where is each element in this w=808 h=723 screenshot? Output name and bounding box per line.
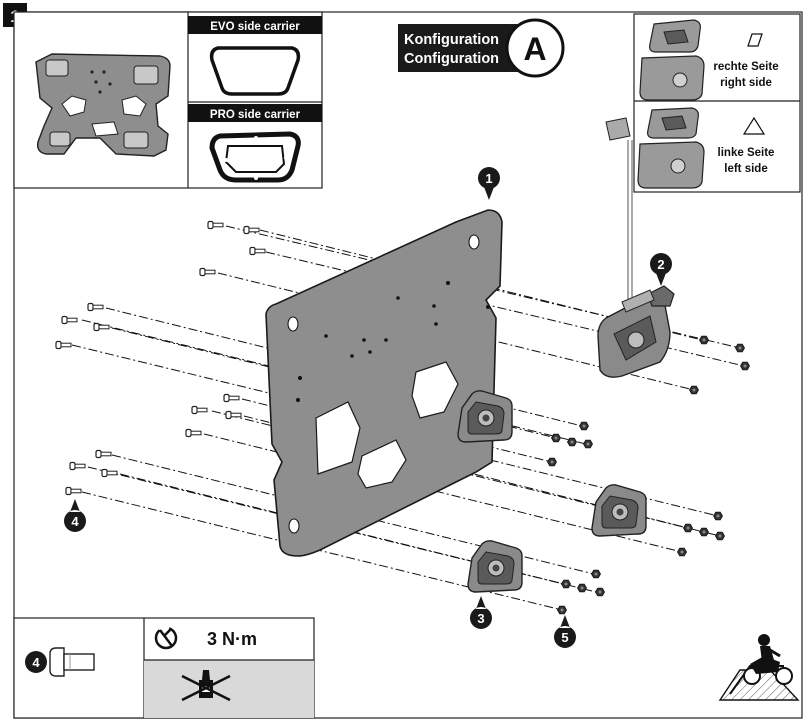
nut (583, 439, 593, 449)
nut (699, 335, 709, 345)
evo-carrier-label: EVO side carrier (210, 21, 300, 33)
bolt (223, 393, 240, 403)
bolt (225, 410, 242, 420)
svg-text:4: 4 (71, 514, 79, 529)
page-frame (13, 11, 803, 719)
config-title-de: Konfiguration (404, 32, 499, 48)
nut (740, 361, 750, 371)
bolt (243, 225, 260, 235)
nut (683, 523, 693, 533)
svg-text:1: 1 (485, 171, 492, 186)
bolt (185, 428, 202, 438)
callout-3: 3 (470, 596, 492, 629)
callout-2: 2 (650, 253, 672, 286)
parallelogram-mark-icon (747, 33, 763, 47)
svg-text:5: 5 (561, 630, 568, 645)
evo-carrier-frame (209, 46, 301, 96)
config-title-en: Configuration (404, 51, 499, 67)
callout-1: 1 (478, 167, 500, 200)
torque-wrench-icon (154, 626, 178, 650)
svg-text:2: 2 (657, 257, 664, 272)
side-orientation-panel: rechte Seite right side linke Seite left… (633, 13, 801, 193)
holder-middle-right (591, 484, 647, 537)
pro-carrier-frame (209, 131, 301, 183)
torque-spec-panel: 4 3 N·m (13, 617, 315, 719)
nut (547, 457, 557, 467)
nut (699, 527, 709, 537)
svg-text:3: 3 (477, 611, 484, 626)
nut (551, 433, 561, 443)
bolt (87, 302, 104, 312)
holder-top-right (597, 285, 675, 378)
config-letter: A (523, 31, 546, 67)
bolt (95, 449, 112, 459)
bolt (199, 267, 216, 277)
bolt (207, 220, 224, 230)
callout-5: 5 (554, 615, 576, 648)
nut (595, 587, 605, 597)
triangle-mark-icon (742, 116, 766, 135)
nut (579, 421, 589, 431)
nut (713, 511, 723, 521)
pro-carrier-label: PRO side carrier (210, 109, 301, 121)
nut (557, 605, 567, 615)
bolt (191, 405, 208, 415)
configuration-label: Konfiguration Configuration A (398, 18, 565, 78)
bolt (69, 461, 86, 471)
side-right-en: right side (720, 77, 772, 89)
holder-bottom (467, 540, 523, 593)
nut (689, 385, 699, 395)
callout-4: 4 (64, 499, 86, 532)
nut (715, 531, 725, 541)
motorcycle-rider-icon (718, 634, 800, 701)
side-left-en: left side (724, 163, 767, 175)
nut (591, 569, 601, 579)
bolt (101, 468, 118, 478)
nut (567, 437, 577, 447)
nut (577, 583, 587, 593)
nut (561, 579, 571, 589)
bolt (55, 340, 72, 350)
bolt (61, 315, 78, 325)
side-left-de: linke Seite (718, 147, 775, 159)
side-right-de: rechte Seite (713, 61, 778, 73)
bolt (65, 486, 82, 496)
adapter-plate-thumbnail (35, 53, 171, 157)
torque-value: 3 N·m (207, 629, 257, 649)
nut-set (547, 335, 750, 615)
carrier-overview-panel: EVO side carrier PRO side carrier (13, 11, 323, 189)
adapter-plate (265, 209, 503, 557)
bolt-detail (49, 647, 95, 677)
nut (735, 343, 745, 353)
no-threadlocker-icon (181, 670, 231, 702)
nut (677, 547, 687, 557)
bolt-callout: 4 (32, 655, 40, 670)
bolt (249, 246, 266, 256)
